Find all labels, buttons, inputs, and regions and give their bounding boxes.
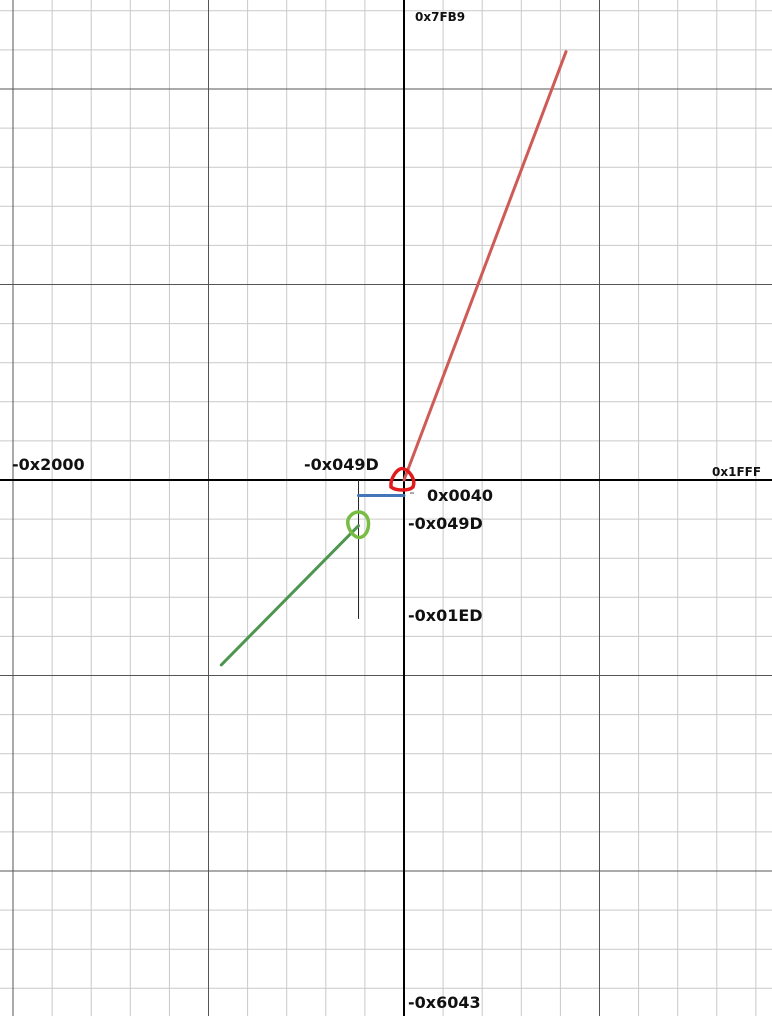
annotation-label: -0x01ED <box>408 606 483 625</box>
series-line <box>219 524 361 667</box>
x-axis-min-label: -0x2000 <box>12 455 85 474</box>
y-axis-min-label: -0x6043 <box>408 993 481 1012</box>
series-line <box>402 50 568 482</box>
annotation-label: -0x049D <box>408 514 483 533</box>
x-axis-mid-label: -0x049D <box>304 455 379 474</box>
point-markers <box>346 466 416 540</box>
point-marker <box>346 510 371 540</box>
y-axis-max-label: 0x7FB9 <box>415 10 465 24</box>
annotation-label: 0x0040 <box>427 486 493 505</box>
series-lines <box>219 50 568 667</box>
point-marker <box>389 466 416 492</box>
x-axis-max-label: 0x1FFF <box>712 465 761 479</box>
